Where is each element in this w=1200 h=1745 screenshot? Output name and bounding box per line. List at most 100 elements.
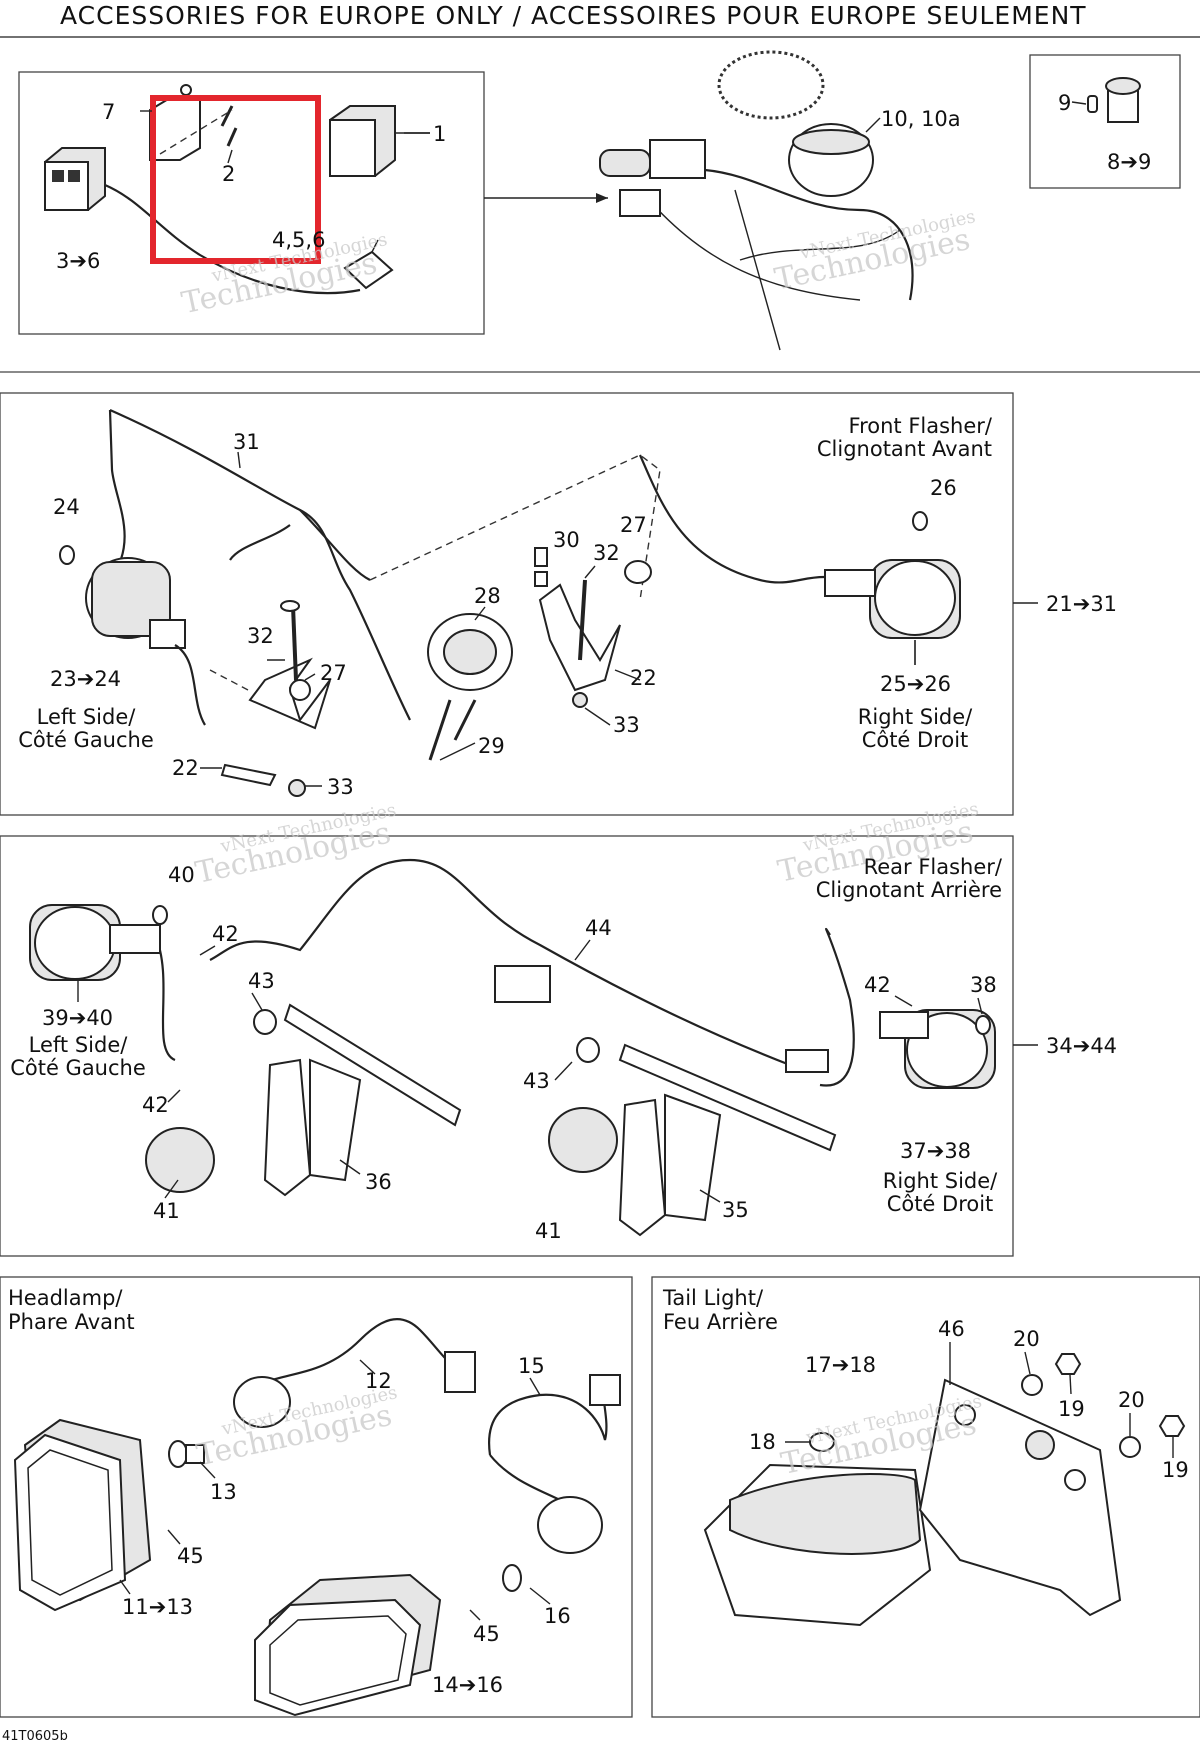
right-rear-bracket bbox=[548, 1037, 837, 1237]
headlamp-subtitle: Phare Avant bbox=[8, 1310, 135, 1334]
callout: 42 bbox=[212, 922, 239, 946]
callout: 9 bbox=[1058, 91, 1071, 115]
callout: 16 bbox=[544, 1604, 571, 1628]
left-rear-bracket bbox=[145, 1003, 462, 1197]
callout: 40 bbox=[168, 863, 195, 887]
callout: 41 bbox=[535, 1219, 562, 1243]
callout: 11➔13 bbox=[122, 1595, 193, 1619]
callout: 28 bbox=[474, 584, 501, 608]
headlamp-right bbox=[254, 1573, 442, 1717]
callout: 22 bbox=[172, 756, 199, 780]
front-flasher-subtitle: Clignotant Avant bbox=[817, 437, 992, 461]
callout: 27 bbox=[620, 513, 647, 537]
callout: 20 bbox=[1118, 1388, 1145, 1412]
callout: 8➔9 bbox=[1107, 150, 1151, 174]
callout: 24 bbox=[53, 495, 80, 519]
bulb-16 bbox=[502, 1564, 522, 1592]
page-title: ACCESSORIES FOR EUROPE ONLY / ACCESSOIRE… bbox=[60, 1, 1087, 30]
tail-light-panel bbox=[651, 1276, 1200, 1718]
callout: 39➔40 bbox=[42, 1006, 113, 1030]
left-rear-flasher bbox=[29, 904, 168, 1002]
callout: 17➔18 bbox=[805, 1353, 876, 1377]
callout: 29 bbox=[478, 734, 505, 758]
diagram-code: 41T0605b bbox=[2, 1729, 68, 1744]
right-front-flasher bbox=[824, 511, 961, 665]
callout: 45 bbox=[177, 1544, 204, 1568]
callout: 21➔31 bbox=[1046, 592, 1117, 616]
top-panel bbox=[0, 50, 1200, 373]
side-captions: Left Side/ Côté Gauche Right Side/ Côté … bbox=[10, 705, 998, 1216]
switch-part bbox=[44, 147, 361, 295]
screw-part bbox=[159, 105, 238, 155]
left-rear-caption: Left Side/ bbox=[29, 1033, 129, 1057]
handlebar-assembly bbox=[599, 50, 914, 351]
callout: 23➔24 bbox=[50, 667, 121, 691]
callout: 46 bbox=[938, 1317, 965, 1341]
callout: 37➔38 bbox=[900, 1139, 971, 1163]
tail-light-part bbox=[703, 1463, 932, 1627]
tail-light-frame bbox=[651, 1276, 1200, 1718]
right-rear-caption: Right Side/ bbox=[883, 1169, 998, 1193]
callout: 44 bbox=[585, 916, 612, 940]
bulb-13 bbox=[168, 1440, 205, 1468]
rear-flasher-frame bbox=[0, 835, 1014, 1257]
callout: 10, 10a bbox=[881, 107, 961, 131]
callout: 43 bbox=[523, 1069, 550, 1093]
right-rear-caption-fr: Côté Droit bbox=[887, 1192, 994, 1216]
callout: 25➔26 bbox=[880, 672, 951, 696]
socket-inset-frame bbox=[1029, 54, 1181, 189]
callout: 33 bbox=[613, 713, 640, 737]
callout: 18 bbox=[749, 1430, 776, 1454]
rear-flasher-panel bbox=[0, 835, 1038, 1257]
relay-part bbox=[329, 105, 430, 177]
callout: 13 bbox=[210, 1480, 237, 1504]
right-rear-flasher bbox=[879, 1009, 996, 1089]
callout: 14➔16 bbox=[432, 1673, 503, 1697]
washer-20a bbox=[1021, 1374, 1043, 1396]
callout: 36 bbox=[365, 1170, 392, 1194]
callout: 26 bbox=[930, 476, 957, 500]
rear-flasher-subtitle: Clignotant Arrière bbox=[816, 878, 1002, 902]
headlamp-panel bbox=[0, 1276, 633, 1718]
rear-flasher-title: Rear Flasher/ bbox=[864, 855, 1003, 879]
leader-lines bbox=[119, 101, 1174, 1621]
headlamp-frame bbox=[0, 1276, 633, 1718]
callout: 33 bbox=[327, 775, 354, 799]
callout: 30 bbox=[553, 528, 580, 552]
callouts: 1 2 7 3➔6 4,5,6 10, 10a 9 8➔9 31 24 23➔2… bbox=[42, 91, 1189, 1697]
callout: 32 bbox=[593, 541, 620, 565]
callout: 35 bbox=[722, 1198, 749, 1222]
callout: 34➔44 bbox=[1046, 1034, 1117, 1058]
callout: 19 bbox=[1162, 1458, 1189, 1482]
callout: 31 bbox=[233, 430, 260, 454]
relay-inset-frame bbox=[18, 71, 485, 335]
left-front-bracket bbox=[209, 600, 331, 797]
left-rear-caption-fr: Côté Gauche bbox=[10, 1056, 146, 1080]
left-front-flasher bbox=[59, 545, 206, 726]
left-front-caption-fr: Côté Gauche bbox=[18, 728, 154, 752]
highlight-box bbox=[150, 95, 321, 264]
right-front-bracket bbox=[534, 547, 652, 708]
headlamp-title: Headlamp/ bbox=[8, 1286, 123, 1310]
headlamp-left bbox=[13, 1418, 152, 1612]
front-flasher-title: Front Flasher/ bbox=[849, 414, 993, 438]
callout: 3➔6 bbox=[56, 249, 100, 273]
right-front-caption: Right Side/ bbox=[858, 705, 973, 729]
left-front-caption: Left Side/ bbox=[37, 705, 137, 729]
callout: 38 bbox=[970, 973, 997, 997]
callout: 2 bbox=[222, 162, 235, 186]
front-flasher-panel bbox=[0, 392, 1038, 816]
callout: 42 bbox=[142, 1093, 169, 1117]
connector-part bbox=[343, 239, 394, 290]
callout: 32 bbox=[247, 624, 274, 648]
callout: 12 bbox=[365, 1369, 392, 1393]
callout: 27 bbox=[320, 661, 347, 685]
callout: 1 bbox=[433, 122, 446, 146]
callout: 41 bbox=[153, 1199, 180, 1223]
nut-19a bbox=[1054, 1353, 1082, 1375]
section-titles: Front Flasher/ Clignotant Avant Rear Fla… bbox=[8, 414, 1003, 1334]
socket-part bbox=[1087, 77, 1141, 123]
callout: 7 bbox=[102, 100, 115, 124]
callout: 45 bbox=[473, 1622, 500, 1646]
